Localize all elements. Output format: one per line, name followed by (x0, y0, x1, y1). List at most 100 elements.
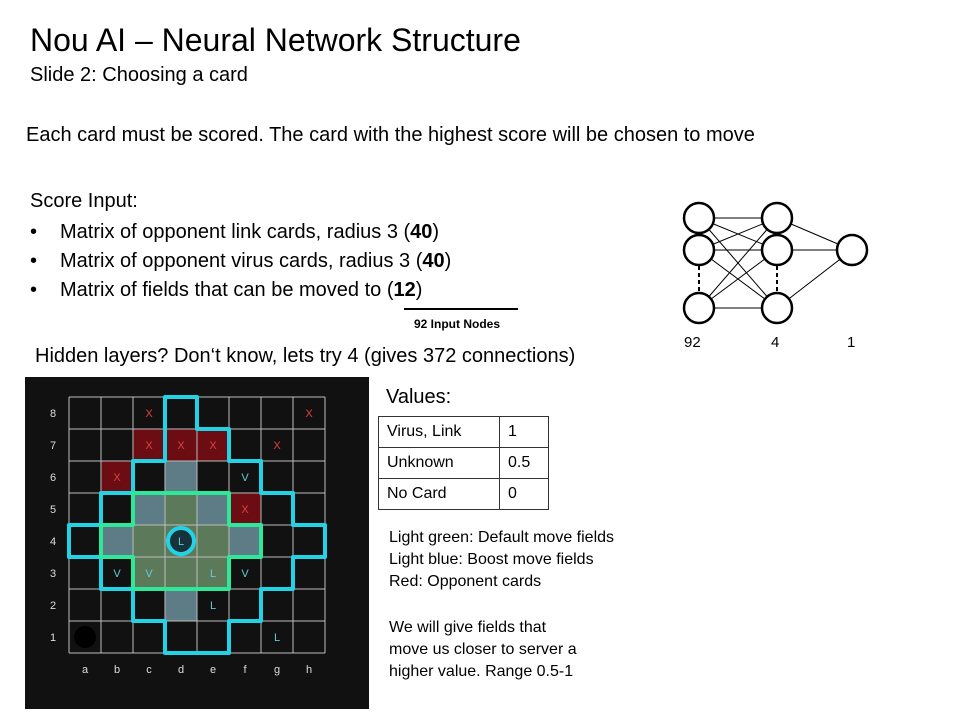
score-input-list: • Matrix of opponent link cards, radius 3… (30, 218, 451, 305)
item-suffix: ) (432, 221, 440, 243)
hidden-node (760, 291, 794, 325)
own-card-mark: L (210, 600, 216, 612)
table-row: Virus, Link 1 (378, 416, 549, 448)
boost-move-cell (133, 493, 165, 525)
default-move-cell (133, 557, 165, 589)
column-label: e (210, 664, 216, 676)
row-label: 5 (50, 504, 56, 516)
column-label: a (82, 664, 89, 676)
row-label: 6 (50, 472, 56, 484)
row-label: 2 (50, 600, 56, 612)
value-cell: 0 (499, 478, 549, 510)
item-suffix: ) (444, 250, 452, 272)
slide-subtitle: Slide 2: Choosing a card (30, 64, 248, 86)
output-node (835, 233, 869, 267)
opponent-mark: X (145, 408, 153, 420)
own-card-mark: V (241, 472, 249, 484)
boost-move-cell (101, 525, 133, 557)
input-node (682, 291, 716, 325)
opponent-mark: X (305, 408, 313, 420)
value-key: Unknown (378, 447, 500, 479)
own-card-mark: V (241, 568, 249, 580)
item-count: 12 (393, 279, 416, 301)
own-card-mark: L (274, 632, 280, 644)
column-label: g (274, 664, 280, 676)
default-move-cell (133, 525, 165, 557)
score-input-item: • Matrix of opponent virus cards, radius … (30, 247, 451, 276)
opponent-mark: X (273, 440, 281, 452)
hidden-layers-text: Hidden layers? Don‘t know, lets try 4 (g… (35, 345, 576, 367)
server-piece (74, 626, 96, 648)
layer-label-hidden: 4 (771, 334, 780, 351)
bullet-glyph: • (30, 221, 38, 243)
column-label: f (243, 664, 247, 676)
slide-title: Nou AI – Neural Network Structure (30, 22, 521, 58)
row-label: 7 (50, 440, 56, 452)
hidden-node (760, 201, 794, 235)
legend-notes: Light green: Default move fields Light b… (389, 527, 614, 593)
score-input-heading: Score Input: (30, 190, 138, 212)
own-card-mark: V (145, 568, 153, 580)
intro-text: Each card must be scored. The card with … (26, 124, 755, 146)
bullet-glyph: • (30, 250, 38, 272)
layer-label-input: 92 (684, 334, 701, 351)
layer-label-output: 1 (847, 334, 856, 351)
input-node (682, 233, 716, 267)
opponent-mark: X (241, 504, 249, 516)
item-suffix: ) (415, 279, 423, 301)
boost-move-cell (165, 461, 197, 493)
legend-line: Red: Opponent cards (389, 573, 542, 590)
default-move-outline (99, 491, 263, 591)
value-key: No Card (378, 478, 500, 510)
item-prefix: Matrix of opponent link cards, radius 3 … (60, 221, 411, 243)
own-card-mark: L (210, 568, 216, 580)
selected-card-label: L (178, 536, 184, 548)
item-count: 40 (422, 250, 445, 272)
score-input-item: • Matrix of opponent link cards, radius 3… (30, 218, 451, 247)
values-heading: Values: (386, 386, 452, 408)
column-label: d (178, 664, 184, 676)
value-key: Virus, Link (378, 416, 500, 448)
table-row: No Card 0 (378, 478, 549, 510)
opponent-cell (101, 461, 133, 493)
boost-move-cell (165, 589, 197, 621)
opponent-mark: X (177, 440, 185, 452)
hidden-node (760, 233, 794, 267)
default-move-cell (165, 557, 197, 589)
boost-move-cell (229, 525, 261, 557)
own-card-mark: V (113, 568, 121, 580)
input-nodes-total: 92 Input Nodes (414, 317, 501, 331)
item-prefix: Matrix of opponent virus cards, radius 3… (60, 250, 423, 272)
note-line: move us closer to server a (389, 641, 577, 658)
score-input-item: • Matrix of fields that can be moved to (… (30, 276, 451, 305)
sum-line (404, 308, 518, 310)
opponent-mark: X (113, 472, 121, 484)
value-cell: 0.5 (499, 447, 549, 479)
value-cell: 1 (499, 416, 549, 448)
column-label: c (146, 664, 152, 676)
note-line: higher value. Range 0.5-1 (389, 663, 574, 680)
boost-move-cell (197, 493, 229, 525)
bullet-glyph: • (30, 279, 38, 301)
selected-card-ring (166, 526, 196, 556)
row-label: 3 (50, 568, 56, 580)
item-prefix: Matrix of fields that can be moved to ( (60, 279, 394, 301)
values-table: Virus, Link 1 Unknown 0.5 No Card 0 (378, 416, 549, 510)
opponent-cell (229, 493, 261, 525)
opponent-cell (133, 429, 165, 461)
column-label: b (114, 664, 120, 676)
opponent-mark: X (209, 440, 217, 452)
input-node (682, 201, 716, 235)
note-line: We will give fields that (389, 619, 547, 636)
value-note: We will give fields that move us closer … (389, 617, 577, 683)
opponent-cell (197, 429, 229, 461)
opponent-mark: X (145, 440, 153, 452)
default-move-cell (197, 557, 229, 589)
item-count: 40 (410, 221, 433, 243)
default-move-cell (165, 493, 197, 525)
column-label: h (306, 664, 312, 676)
row-label: 1 (50, 632, 56, 644)
opponent-cell (165, 429, 197, 461)
